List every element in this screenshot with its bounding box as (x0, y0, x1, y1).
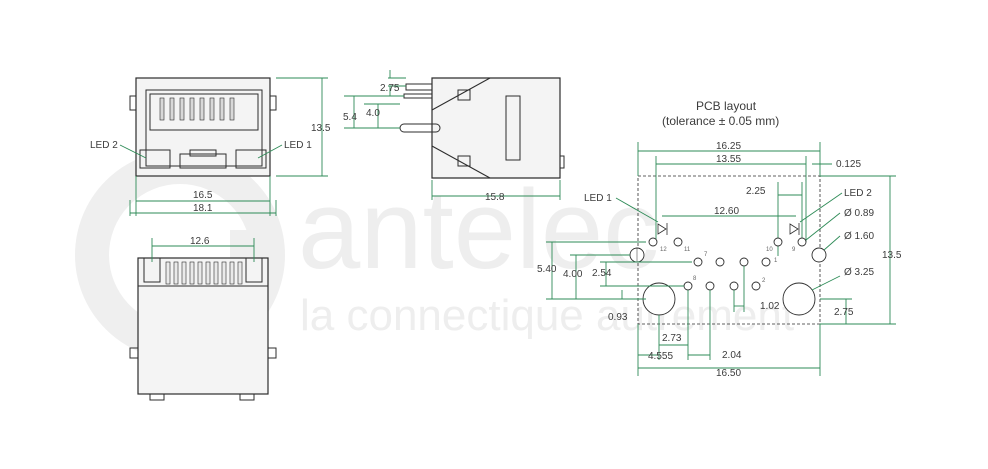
front-inner-width-value: 16.5 (193, 190, 213, 201)
pin-number-11: 11 (684, 247, 691, 253)
pin-number-7: 7 (704, 252, 708, 258)
pin-8-hole (683, 281, 693, 291)
pcb-led-span-value: 12.60 (714, 206, 739, 217)
led2-leader (119, 144, 147, 159)
bottom-width-value: 12.6 (190, 236, 210, 247)
pin-12-hole (648, 237, 658, 247)
pcb-w1650-value: 16.50 (716, 368, 741, 379)
front-housing (135, 77, 271, 177)
side-left-value: 5.4 (343, 112, 357, 123)
led1-diode-symbol (657, 223, 668, 235)
pin-4-hole (729, 281, 739, 291)
pcb-h540-value: 5.40 (537, 264, 557, 275)
mount-peg-right (811, 247, 827, 263)
side-depth-value: 15.8 (485, 192, 505, 203)
pcb-title: PCB layout (696, 99, 757, 113)
pin-number-10: 10 (766, 247, 773, 253)
side-pin-top (405, 83, 433, 91)
side-window (505, 95, 521, 161)
pin-number-2: 2 (762, 278, 766, 284)
pcb-w-total-value: 16.25 (716, 141, 741, 152)
side-tab-bottom (457, 155, 471, 167)
pcb-h400-value: 4.00 (563, 269, 583, 280)
led2-window (139, 149, 171, 169)
pcb-d275-value: 2.75 (834, 307, 854, 318)
pcb-holes (629, 237, 827, 316)
pcb-pitch-value: 2.25 (746, 186, 766, 197)
watermark-brand: antelec (298, 167, 659, 292)
front-led1-label: LED 1 (284, 140, 312, 151)
side-view: 2.75 4.0 5.4 15.8 (343, 70, 565, 203)
latch-key (189, 149, 217, 157)
latch-slot (179, 153, 227, 169)
side-mid-value: 4.0 (366, 108, 380, 119)
pin-6-hole (705, 281, 715, 291)
pcb-d-large-value: Ø 3.25 (844, 267, 874, 278)
pcb-led1-label: LED 1 (584, 193, 612, 204)
pcb-d102-value: 1.02 (760, 301, 780, 312)
pin-number-8: 8 (693, 276, 697, 282)
pin-10-hole (773, 237, 783, 247)
front-right-tab (269, 95, 277, 111)
led1-window (235, 149, 267, 169)
pcb-h093-value: 0.93 (608, 312, 628, 323)
bottom-view: 12.6 (129, 236, 277, 401)
pin-7-hole (693, 257, 703, 267)
pcb-d204-value: 2.04 (722, 350, 742, 361)
led1-leader (257, 144, 283, 159)
pcb-d-mid-value: Ø 1.60 (844, 231, 874, 242)
pcb-height-value: 13.5 (882, 250, 902, 261)
contact-area (149, 93, 259, 131)
pin-number-9: 9 (792, 247, 796, 253)
front-led2-label: LED 2 (90, 140, 118, 151)
pcb-h254-value: 2.54 (592, 268, 612, 279)
pcb-d4555-value: 4.555 (648, 351, 673, 362)
locating-hole-left (642, 282, 676, 316)
pcb-layout: PCB layout (tolerance ± 0.05 mm) 16.25 1… (537, 99, 902, 379)
led2-diode-symbol (789, 223, 800, 235)
pcb-subtitle: (tolerance ± 0.05 mm) (662, 114, 779, 128)
pin-number-1: 1 (774, 258, 778, 264)
pin-2-hole (751, 281, 761, 291)
pin-11-hole (673, 237, 683, 247)
front-left-tab (129, 95, 137, 111)
pin-9-hole (797, 237, 807, 247)
bottom-housing (137, 257, 269, 395)
front-overall-width-value: 18.1 (193, 203, 213, 214)
watermark-tagline: la connectique autrement (300, 291, 794, 340)
pcb-d273-value: 2.73 (662, 333, 682, 344)
pin-number-12: 12 (660, 247, 667, 253)
pcb-led2-label: LED 2 (844, 188, 872, 199)
side-housing (431, 77, 561, 179)
side-top-value: 2.75 (380, 83, 400, 94)
bottom-fins (165, 261, 243, 285)
pin-1-hole (761, 257, 771, 267)
locating-hole-right (782, 282, 816, 316)
rj45-opening (145, 89, 263, 167)
pin-5-hole (715, 257, 725, 267)
pcb-d-small-value: Ø 0.89 (844, 208, 874, 219)
pcb-offset-value: 0.125 (836, 159, 861, 170)
side-pin-upper (403, 93, 433, 99)
front-view: LED 2 LED 1 13.5 16.5 18.1 (90, 77, 331, 216)
contact-pins (159, 97, 235, 121)
front-height-value: 13.5 (311, 123, 331, 134)
pcb-w-inner-value: 13.55 (716, 154, 741, 165)
side-tab-top (457, 89, 471, 101)
pin-3-hole (739, 257, 749, 267)
